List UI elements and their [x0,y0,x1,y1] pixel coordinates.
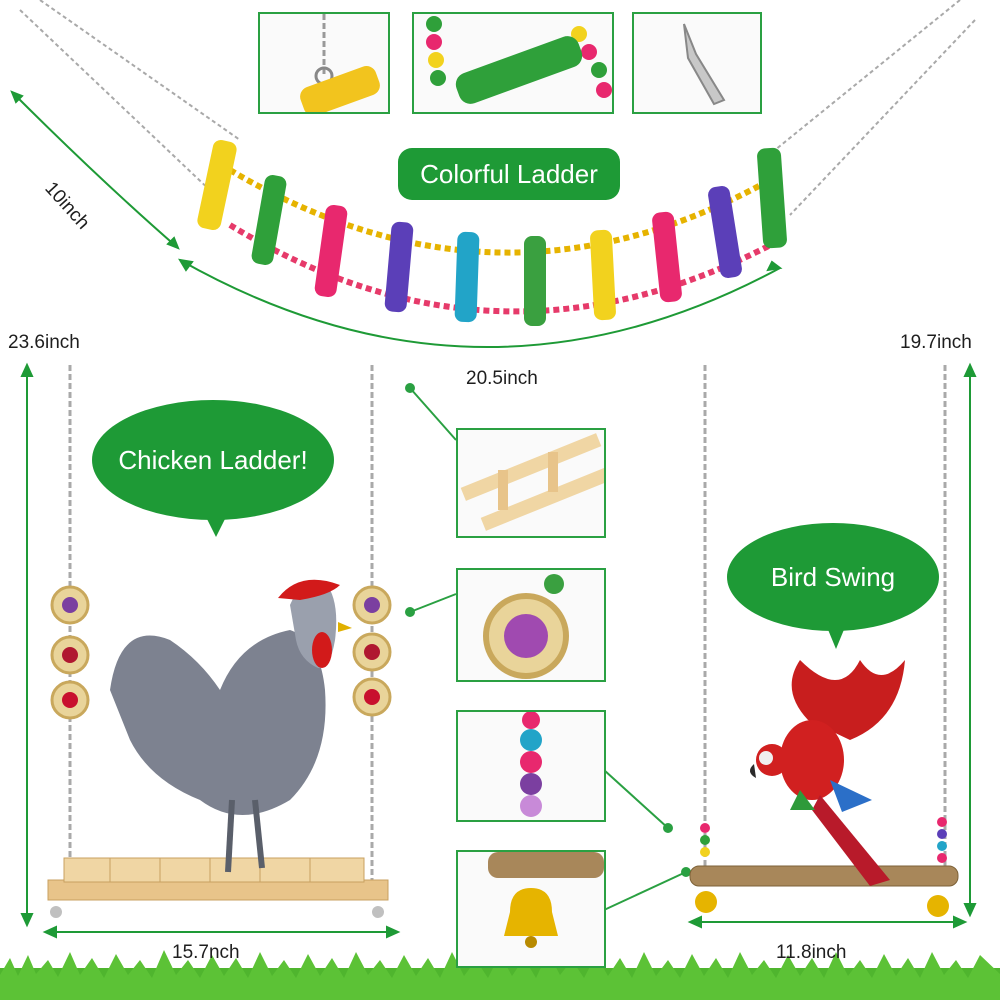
dimension-arrows [10,90,977,939]
rattan-balls [50,585,392,720]
chicken-width-label: 15.7nch [172,942,240,963]
swing-bubble-tail [822,615,850,649]
swing-bells [695,891,949,917]
beaded-rung-icon [426,16,612,104]
wooden-ladder-base [47,857,389,918]
chicken-height-label: 23.6inch [8,332,80,353]
bead-strings [228,167,782,315]
inset-wood-ladder [456,428,606,538]
inset-beaded-rung [412,12,614,114]
ladder-chains [19,0,976,216]
wooden-perch [689,865,959,887]
swing-width-label: 11.8inch [776,942,847,963]
callout-lines [405,383,691,911]
swing-chains [703,365,947,870]
chicken-ladder-bubble: Chicken Ladder! [92,400,334,520]
bead-chain-icon [520,712,542,817]
rooster [110,579,352,873]
swing-beads [700,817,947,863]
bell-icon [488,852,604,948]
inset-bell [456,850,606,968]
chain-hook-icon [300,14,380,112]
inset-bead-chain [456,710,606,822]
swing-height-label: 19.7inch [900,332,972,353]
grass-strip [0,950,1000,1000]
ladder-rungs [197,139,787,326]
ladder-length-label: 20.5inch [466,368,538,389]
wood-ladder-icon [460,433,604,531]
snap-clip-icon [683,23,726,106]
colorful-ladder-badge: Colorful Ladder [398,148,620,200]
chicken-bubble-tail [200,505,232,537]
inset-chain-hook [258,12,390,114]
parrot [749,660,905,886]
bird-swing-bubble: Bird Swing [727,523,939,631]
inset-rattan-ball [456,568,606,682]
rattan-ball-icon [483,574,569,679]
inset-snap-clip [632,12,762,114]
